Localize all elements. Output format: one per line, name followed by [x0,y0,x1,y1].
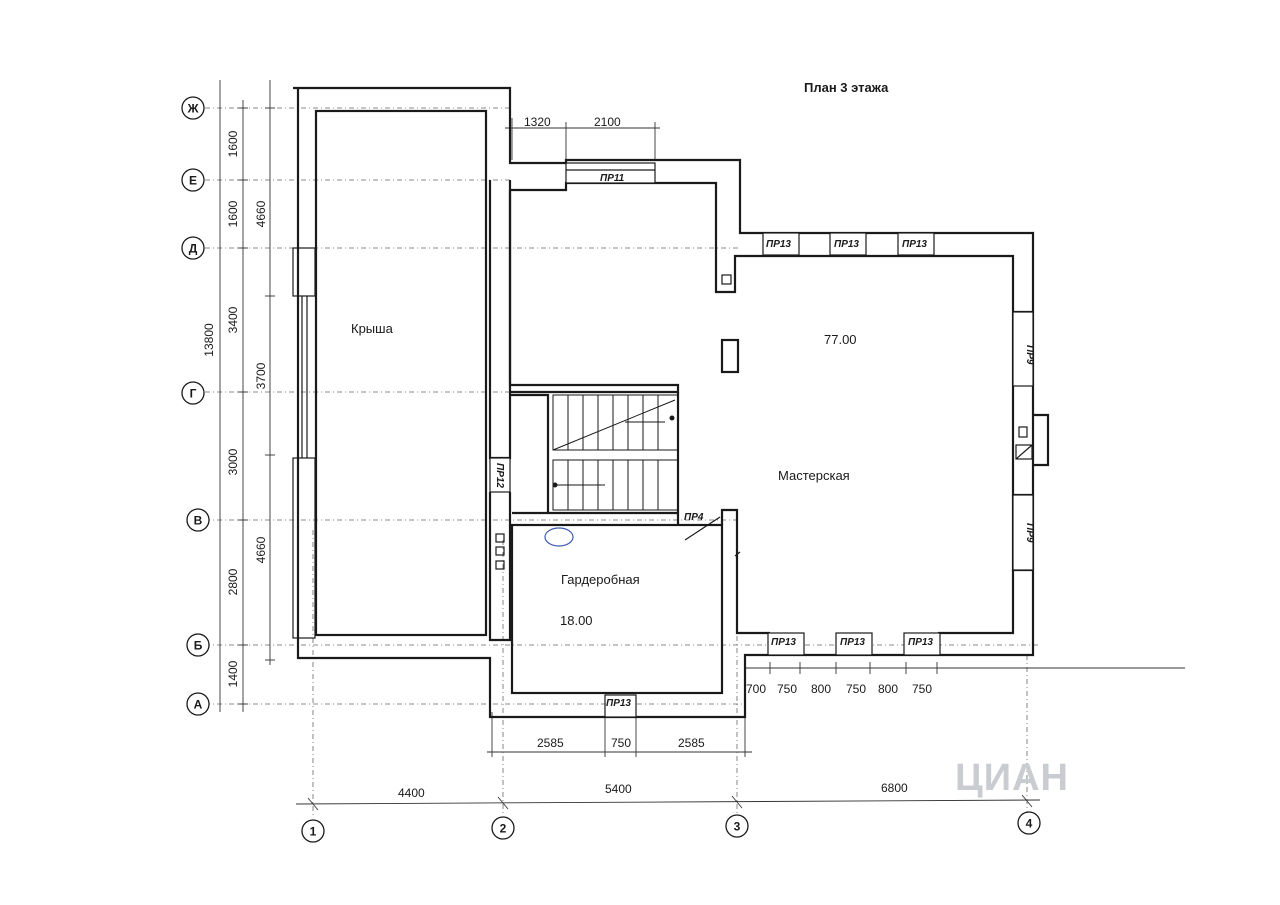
dim-bottom-opening: 2585 [678,736,705,750]
staircase [552,394,679,511]
dim-right-opening: 750 [912,682,932,696]
dim-left: 3000 [226,448,240,475]
row-axis-label: А [194,698,203,712]
plan-title: План 3 этажа [804,80,889,95]
dim-left: 3400 [226,306,240,333]
dim-left: 1600 [226,130,240,157]
column-axis-bubbles: 1 2 3 4 [301,811,1041,843]
dim-left-mid: 3700 [254,362,268,389]
dim-bottom-opening: 2585 [537,736,564,750]
dim-right-opening: 800 [878,682,898,696]
row-axis-label: Б [194,639,203,653]
window-label-pr13: ПР13 [834,239,859,250]
window-label-pr13: ПР13 [606,698,631,709]
left-dimension-chains [219,80,275,712]
window-label-pr11: ПР11 [600,173,625,184]
window-label-pr13: ПР13 [766,239,791,250]
bottom-dimension-chains [295,662,1185,811]
dim-right-opening: 750 [846,682,866,696]
door-label-pr4: ПР4 [684,512,704,523]
window-label-pr13: ПР13 [908,637,933,648]
dim-top: 2100 [594,115,621,129]
door-swings [544,516,741,557]
axis-grid-lines [205,107,1040,815]
window-label-pr9: ПР9 [1024,345,1035,365]
column-axis-label: 1 [310,825,317,839]
dim-right-opening: 800 [811,682,831,696]
window-label-pr13: ПР13 [902,239,927,250]
dim-bottom-axes: 6800 [881,781,908,795]
windows: ПР11 ПР13 ПР13 ПР13 ПР13 ПР13 ПР13 ПР13 … [489,162,1035,718]
row-axis-label: Г [190,387,197,401]
row-axis-label: Ж [187,102,199,116]
room-wardrobe-area: 18.00 [560,613,593,628]
row-axis-label: В [194,514,203,528]
room-workshop-label: Мастерская [778,468,850,483]
column-axis-label: 4 [1026,817,1033,831]
dim-left-total: 13800 [202,323,216,357]
dim-top: 1320 [524,115,551,129]
dim-left: 2800 [226,568,240,595]
top-dimension-chain [505,118,660,160]
column-axis-label: 2 [500,822,507,836]
row-axis-label: Е [189,174,197,188]
room-roof-label: Крыша [351,321,394,336]
room-wardrobe-label: Гардеробная [561,572,640,587]
row-axis-bubbles: Ж Е Д Г В Б А [181,96,210,716]
dim-bottom-axes: 5400 [605,782,632,796]
dim-left: 1400 [226,660,240,687]
window-label-pr12: ПР12 [494,463,505,488]
room-workshop-area: 77.00 [824,332,857,347]
watermark-logo: ЦИАН [955,757,1069,799]
dim-bottom-axes: 4400 [398,786,425,800]
window-label-pr13: ПР13 [840,637,865,648]
dim-left-mid: 4660 [254,200,268,227]
dim-right-opening: 750 [777,682,797,696]
dim-bottom-opening: 750 [611,736,631,750]
row-axis-label: Д [189,242,198,256]
window-label-pr13: ПР13 [771,637,796,648]
walls [292,86,1050,719]
dim-left-mid: 4660 [254,536,268,563]
window-label-pr9: ПР9 [1024,523,1035,543]
dim-right-opening: 700 [746,682,766,696]
dim-left: 1600 [226,200,240,227]
column-axis-label: 3 [734,820,741,834]
